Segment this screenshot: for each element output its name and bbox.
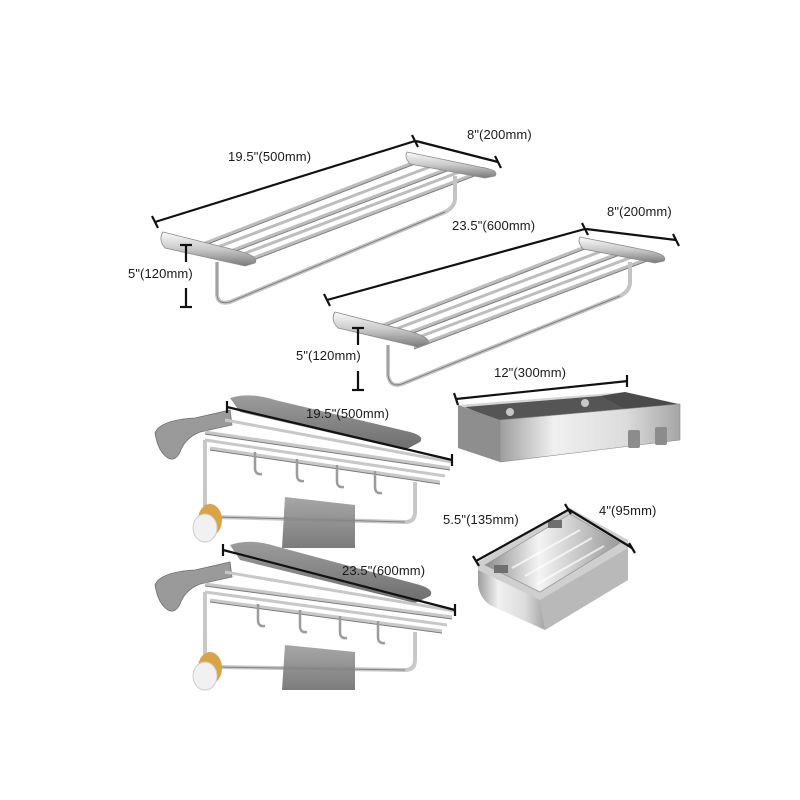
rack1-height-label: 5"(120mm) [128, 266, 193, 281]
basket-length-label: 12"(300mm) [494, 365, 567, 380]
soap-dish-length-label: 5.5"(135mm) [443, 512, 519, 527]
folding-towel-rack-600 [154, 541, 456, 691]
folding-towel-rack-500 [154, 395, 453, 548]
rack1-depth-label: 8"(200mm) [467, 127, 532, 142]
folding-rack2-length-label: 23.5"(600mm) [342, 563, 426, 578]
dimension-lines [151, 134, 680, 616]
shelf-basket [458, 392, 681, 463]
towel-rack-600 [332, 236, 666, 387]
rack1-length-label: 19.5"(500mm) [228, 149, 312, 164]
rack2-height-label: 5"(120mm) [296, 348, 361, 363]
soap-dish [478, 508, 628, 630]
rack2-depth-label: 8"(200mm) [607, 204, 672, 219]
towel-rack-500 [160, 151, 497, 305]
folding-rack1-length-label: 19.5"(500mm) [306, 406, 390, 421]
soap-dish-width-label: 4"(95mm) [599, 503, 657, 518]
rack2-length-label: 23.5"(600mm) [452, 218, 536, 233]
